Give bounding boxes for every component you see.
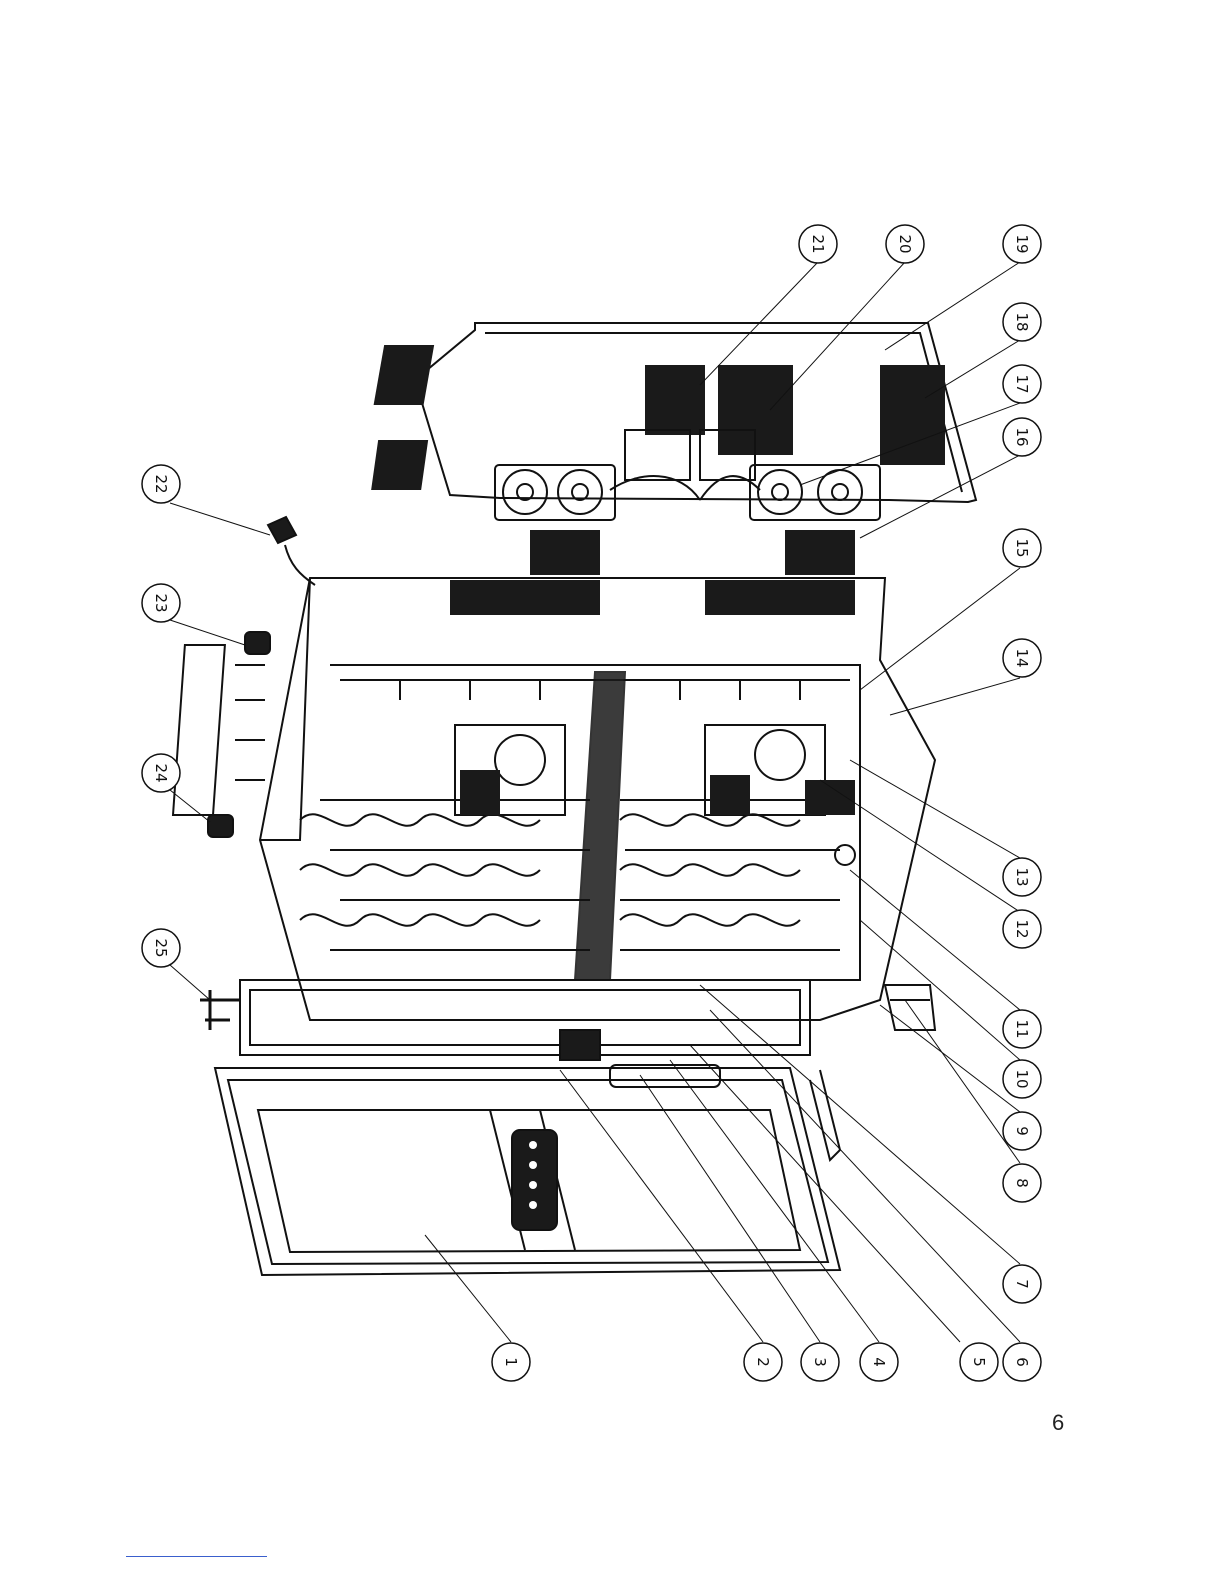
glass-door xyxy=(215,1068,840,1275)
callout-19: 19 xyxy=(1003,225,1041,263)
callout-5: 5 xyxy=(960,1343,998,1381)
svg-text:13: 13 xyxy=(1013,867,1031,886)
svg-text:6: 6 xyxy=(1013,1357,1031,1367)
svg-text:5: 5 xyxy=(970,1357,988,1367)
callout-6: 6 xyxy=(1003,1343,1041,1381)
callout-8: 8 xyxy=(1003,1164,1041,1202)
callout-20: 20 xyxy=(886,225,924,263)
callout-23: 23 xyxy=(142,584,180,622)
svg-text:17: 17 xyxy=(1013,374,1031,393)
svg-text:12: 12 xyxy=(1013,919,1031,938)
svg-text:15: 15 xyxy=(1013,538,1031,557)
svg-text:22: 22 xyxy=(152,474,170,493)
svg-text:7: 7 xyxy=(1013,1279,1031,1289)
callout-3: 3 xyxy=(801,1343,839,1381)
callout-1: 1 xyxy=(492,1343,530,1381)
callout-13: 13 xyxy=(1003,858,1041,896)
svg-text:10: 10 xyxy=(1013,1069,1031,1088)
callout-7: 7 xyxy=(1003,1265,1041,1303)
svg-text:3: 3 xyxy=(811,1357,829,1367)
callout-12: 12 xyxy=(1003,910,1041,948)
callout-16: 16 xyxy=(1003,418,1041,456)
callout-24: 24 xyxy=(142,754,180,792)
callout-25: 25 xyxy=(142,929,180,967)
svg-text:24: 24 xyxy=(152,763,170,782)
callout-18: 18 xyxy=(1003,303,1041,341)
svg-text:8: 8 xyxy=(1013,1178,1031,1188)
callout-2: 2 xyxy=(744,1343,782,1381)
rear-fan-assembly xyxy=(495,430,880,575)
callout-21: 21 xyxy=(799,225,837,263)
power-cord xyxy=(268,517,315,585)
callout-17: 17 xyxy=(1003,365,1041,403)
svg-text:21: 21 xyxy=(809,234,827,253)
svg-text:19: 19 xyxy=(1013,234,1031,253)
svg-text:1: 1 xyxy=(502,1357,520,1367)
interior-fan-units xyxy=(455,725,855,865)
page-number: 6 xyxy=(1052,1410,1064,1436)
callout-9: 9 xyxy=(1003,1112,1041,1150)
svg-text:9: 9 xyxy=(1013,1126,1031,1136)
callout-14: 14 xyxy=(1003,639,1041,677)
svg-text:25: 25 xyxy=(152,938,170,957)
svg-text:16: 16 xyxy=(1013,427,1031,446)
svg-text:14: 14 xyxy=(1013,648,1031,667)
wine-shelves xyxy=(300,800,840,950)
svg-text:23: 23 xyxy=(152,593,170,612)
callout-22: 22 xyxy=(142,465,180,503)
callout-15: 15 xyxy=(1003,529,1041,567)
door-gasket-frame xyxy=(240,980,810,1087)
callout-10: 10 xyxy=(1003,1060,1041,1098)
svg-text:20: 20 xyxy=(896,234,914,253)
footer-rule xyxy=(126,1556,267,1557)
callout-4: 4 xyxy=(860,1343,898,1381)
svg-text:2: 2 xyxy=(754,1357,772,1367)
svg-text:11: 11 xyxy=(1013,1019,1031,1038)
svg-text:18: 18 xyxy=(1013,312,1031,331)
callout-11: 11 xyxy=(1003,1010,1041,1048)
svg-text:4: 4 xyxy=(870,1357,888,1367)
